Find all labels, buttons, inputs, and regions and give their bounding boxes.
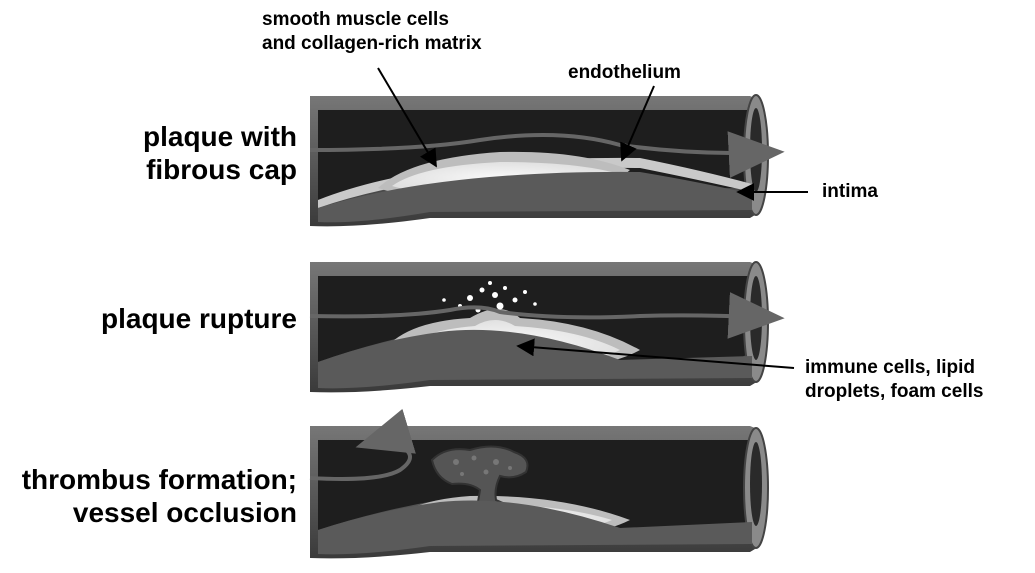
stage-label-rupture: plaque rupture bbox=[101, 302, 297, 335]
stage-label-line: vessel occlusion bbox=[22, 496, 297, 529]
stage-label-line: fibrous cap bbox=[143, 153, 297, 186]
stage-label-line: plaque with bbox=[143, 120, 297, 153]
vessel-plaque-fibrous-cap bbox=[310, 95, 780, 226]
callout-line: endothelium bbox=[568, 61, 681, 85]
stage-label-line: thrombus formation; bbox=[22, 463, 297, 496]
vessel-plaque-rupture bbox=[310, 262, 780, 392]
callout-line: smooth muscle cells bbox=[262, 8, 482, 32]
stage-label-fibrous-cap: plaque with fibrous cap bbox=[143, 120, 297, 186]
callout-line: intima bbox=[822, 180, 878, 204]
stage-label-line: plaque rupture bbox=[101, 302, 297, 335]
callout-lipid-core: immune cells, lipid droplets, foam cells bbox=[805, 356, 983, 404]
callout-line: droplets, foam cells bbox=[805, 380, 983, 404]
callout-line: immune cells, lipid bbox=[805, 356, 983, 380]
vessel-thrombus-occlusion bbox=[310, 426, 768, 558]
stage-label-thrombus: thrombus formation; vessel occlusion bbox=[22, 463, 297, 529]
callout-smooth-muscle: smooth muscle cells and collagen-rich ma… bbox=[262, 8, 482, 56]
callout-endothelium: endothelium bbox=[568, 61, 681, 85]
callout-line: and collagen-rich matrix bbox=[262, 32, 482, 56]
callout-intima: intima bbox=[822, 180, 878, 204]
